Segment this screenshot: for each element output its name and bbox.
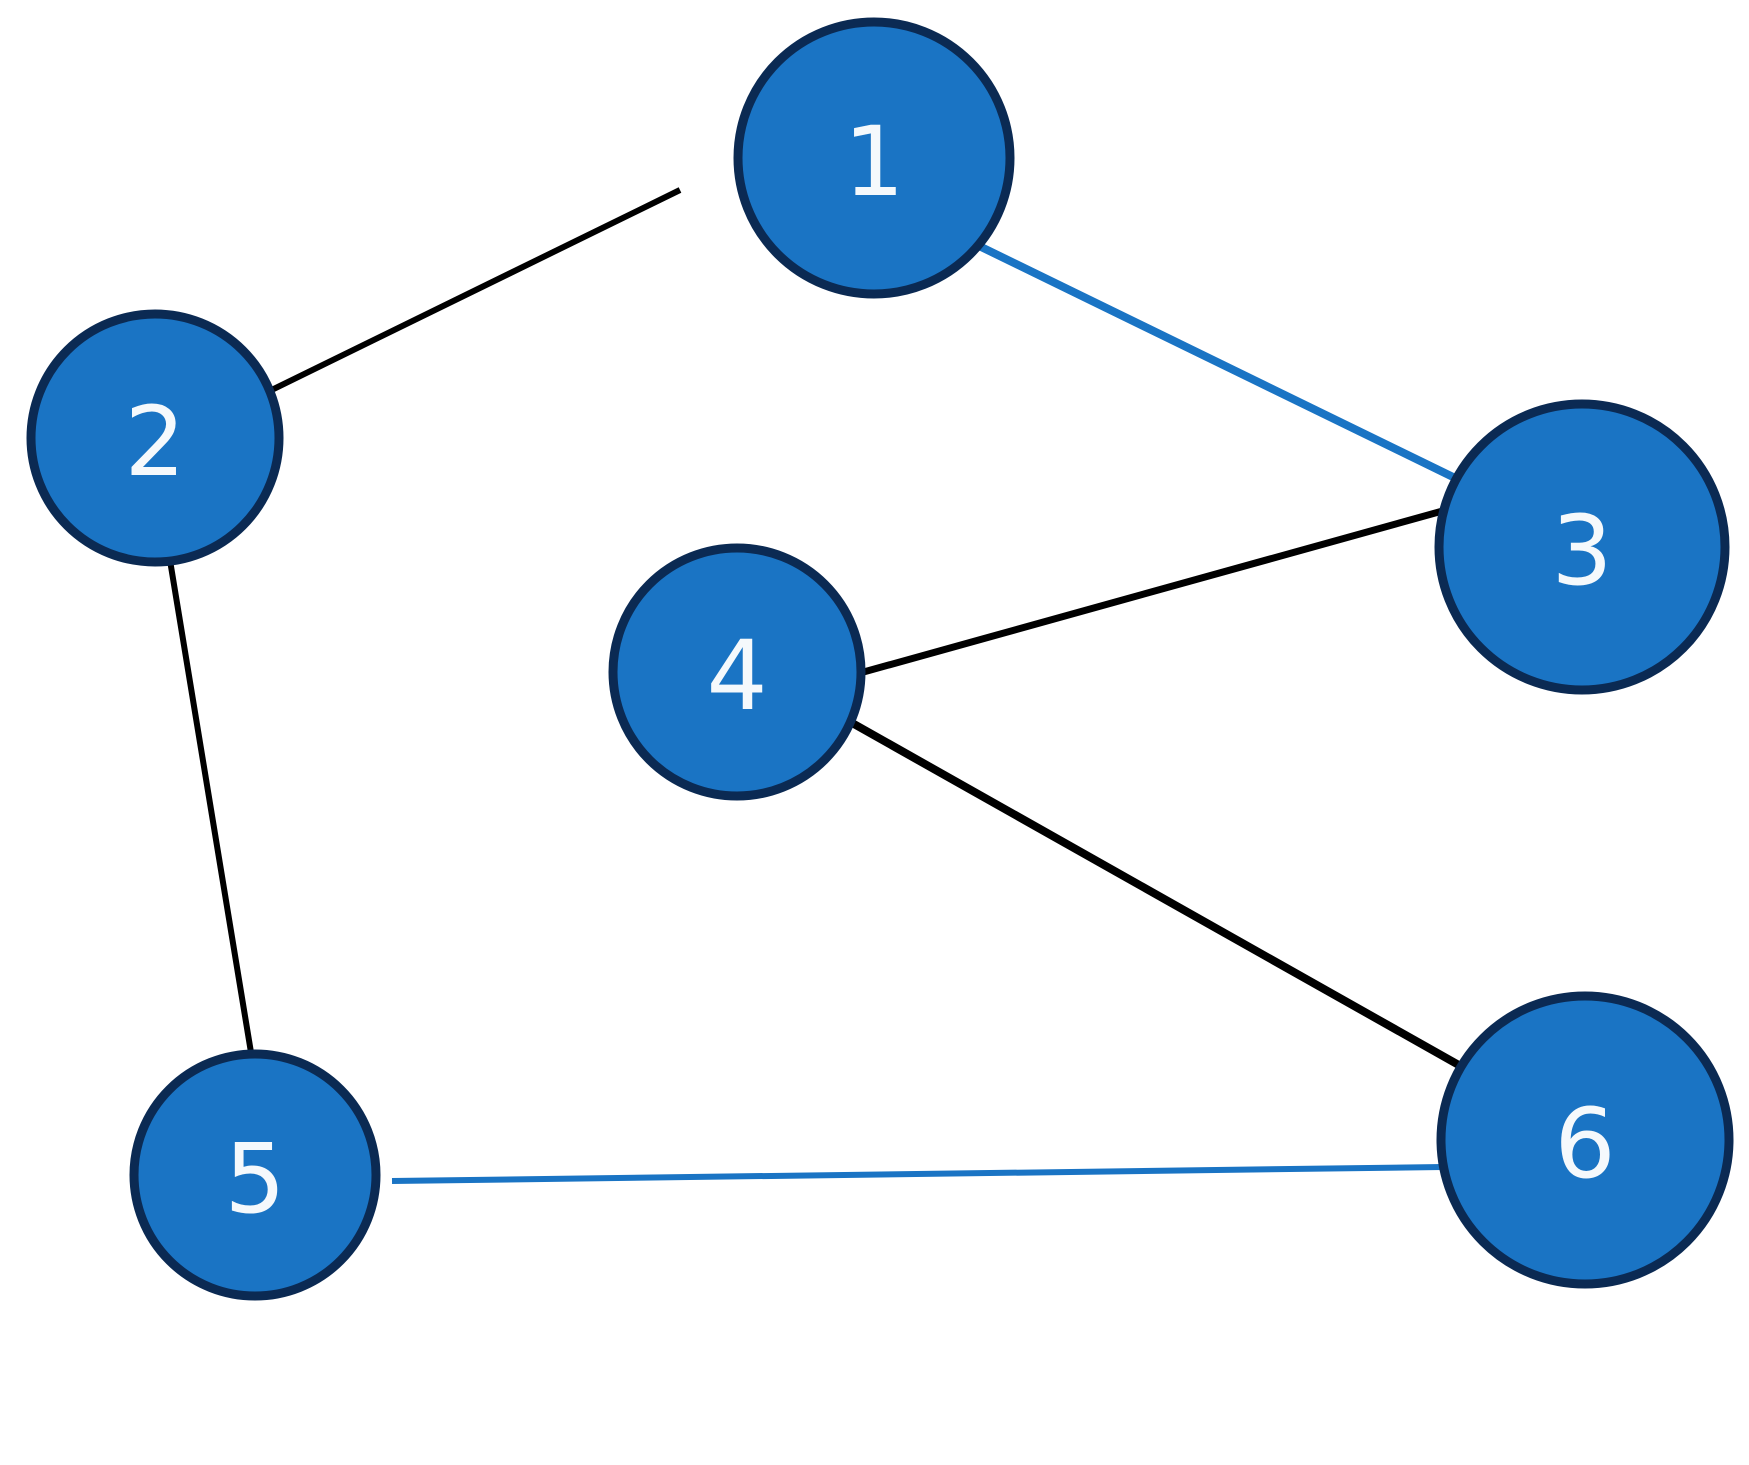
node-6-circle[interactable]	[1436, 991, 1734, 1289]
edges-layer	[163, 187, 1483, 1184]
edge-1-3[interactable]	[891, 200, 1455, 481]
node-5[interactable]: 5	[129, 1049, 381, 1301]
edge-3-4[interactable]	[780, 496, 1483, 699]
node-2[interactable]: 2	[26, 309, 284, 567]
edge-4-6[interactable]	[820, 702, 1482, 1081]
node-4[interactable]: 4	[608, 543, 866, 801]
node-1[interactable]: 1	[733, 17, 1015, 299]
node-5-circle[interactable]	[129, 1049, 381, 1301]
nodes-layer: 1 2 3 4 5 6	[26, 17, 1734, 1301]
node-3-circle[interactable]	[1434, 399, 1730, 695]
node-3[interactable]: 3	[1434, 399, 1730, 695]
edge-2-5[interactable]	[163, 535, 261, 1096]
edge-5-6[interactable]	[391, 1164, 1444, 1184]
node-1-circle[interactable]	[733, 17, 1015, 299]
node-2-circle[interactable]	[26, 309, 284, 567]
node-6[interactable]: 6	[1436, 991, 1734, 1289]
edge-1-2[interactable]	[241, 187, 682, 407]
node-4-circle[interactable]	[608, 543, 866, 801]
